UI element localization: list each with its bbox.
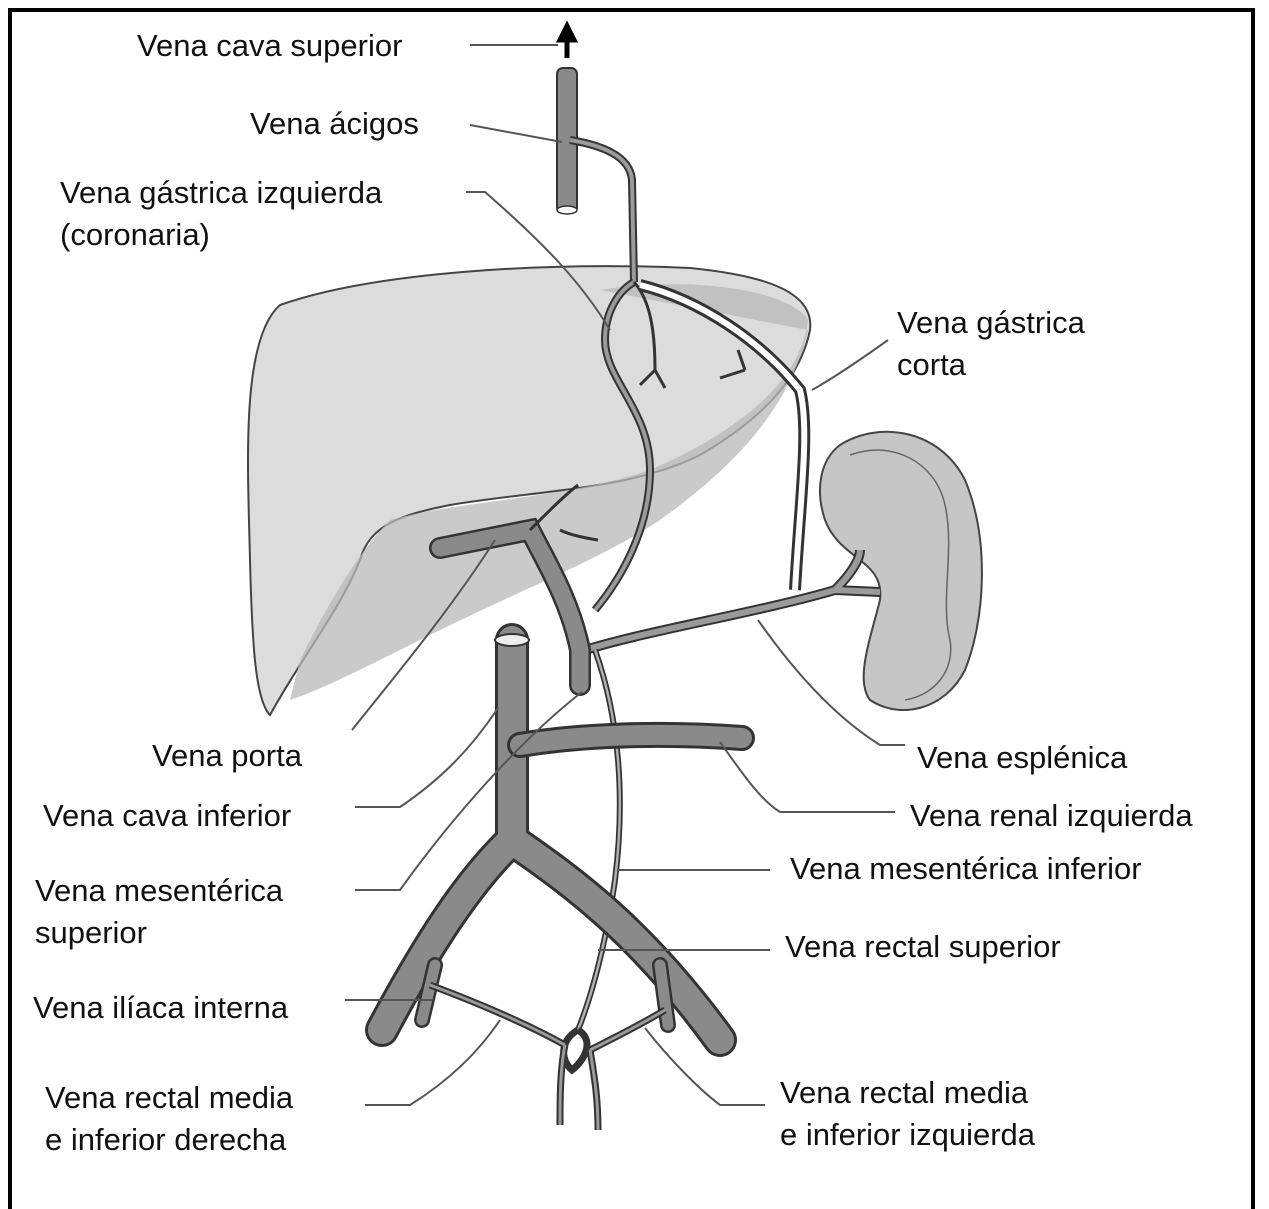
label-line: e inferior derecha (45, 1119, 293, 1161)
arrow-up-icon (560, 26, 574, 58)
label-vena-rectal-media-izquierda: Vena rectal media e inferior izquierda (780, 1072, 1035, 1156)
spleen (820, 432, 982, 710)
label-line: Vena mesentérica (35, 870, 283, 912)
label-vena-porta: Vena porta (152, 735, 302, 777)
rectal-veins (430, 985, 665, 1130)
label-line: superior (35, 912, 283, 954)
label-line: Vena gástrica (897, 302, 1085, 344)
label-vena-rectal-media-derecha: Vena rectal media e inferior derecha (45, 1077, 293, 1161)
label-line: corta (897, 344, 1085, 386)
label-line: Vena gástrica izquierda (60, 172, 382, 214)
label-vena-cava-superior: Vena cava superior (137, 25, 402, 67)
label-vena-gastrica-corta: Vena gástrica corta (897, 302, 1085, 386)
label-vena-gastrica-izquierda: Vena gástrica izquierda (coronaria) (60, 172, 382, 256)
label-vena-esplenica: Vena esplénica (917, 737, 1127, 779)
inferior-mesenteric-vein (578, 650, 620, 1030)
label-vena-rectal-superior: Vena rectal superior (785, 926, 1061, 968)
label-vena-acigos: Vena ácigos (250, 103, 419, 145)
label-vena-cava-inferior: Vena cava inferior (43, 795, 291, 837)
label-line: e inferior izquierda (780, 1114, 1035, 1156)
label-vena-iliaca-interna: Vena ilíaca interna (33, 987, 288, 1029)
label-vena-renal-izquierda: Vena renal izquierda (910, 795, 1193, 837)
label-vena-mesenterica-inferior: Vena mesentérica inferior (790, 848, 1142, 890)
label-line: (coronaria) (60, 214, 382, 256)
label-line: Vena rectal media (45, 1077, 293, 1119)
label-line: Vena rectal media (780, 1072, 1035, 1114)
label-vena-mesenterica-superior: Vena mesentérica superior (35, 870, 283, 954)
